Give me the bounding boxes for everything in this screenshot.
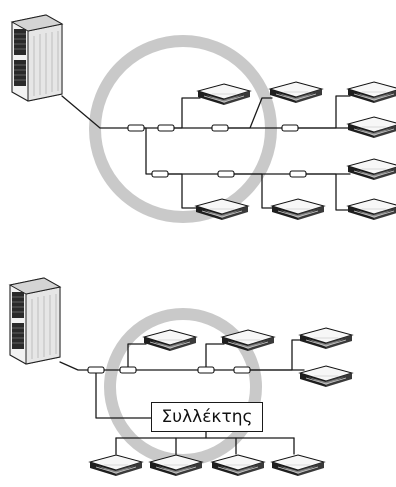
branch-joint-icon — [281, 124, 299, 132]
indoor-cassette-unit-icon — [347, 158, 396, 181]
refrigerant-pipe — [159, 173, 199, 209]
header-label: Συλλέκτης — [161, 407, 253, 427]
branch-joint-icon — [217, 170, 235, 178]
indoor-cassette-unit-icon — [89, 454, 143, 477]
indoor-cassette-unit-icon — [271, 454, 325, 477]
indoor-cassette-unit-icon — [347, 81, 396, 104]
refrigerant-pipe — [165, 97, 201, 129]
branch-joint-icon — [87, 366, 105, 374]
indoor-cassette-unit-icon — [197, 83, 251, 106]
indoor-cassette-unit-icon — [347, 198, 396, 221]
branch-joint-icon — [289, 170, 307, 178]
indoor-cassette-unit-icon — [269, 81, 323, 104]
refrigerant-pipe — [95, 369, 152, 419]
indoor-cassette-unit-icon — [143, 329, 197, 352]
indoor-cassette-unit-icon — [211, 454, 265, 477]
outdoor-unit-icon — [9, 277, 61, 365]
branch-joint-icon — [233, 366, 251, 374]
header-label-box: Συλλέκτης — [151, 402, 263, 432]
refrigerant-pipe — [205, 343, 225, 371]
outdoor-unit-icon — [11, 14, 63, 102]
refrigerant-pipe — [61, 95, 137, 129]
refrigerant-pipe — [225, 173, 273, 209]
indoor-cassette-unit-icon — [299, 365, 353, 388]
refrigerant-pipe — [135, 127, 161, 175]
branch-joint-icon — [119, 366, 137, 374]
background-ring — [89, 35, 277, 223]
branch-joint-icon — [127, 124, 145, 132]
branch-joint-icon — [157, 124, 175, 132]
refrigerant-pipe — [127, 343, 147, 371]
branch-joint-icon — [197, 366, 215, 374]
indoor-cassette-unit-icon — [271, 198, 325, 221]
refrigerant-pipe — [297, 173, 351, 211]
indoor-cassette-unit-icon — [299, 327, 353, 350]
branch-joint-icon — [151, 170, 169, 178]
branch-joint-icon — [211, 124, 229, 132]
indoor-cassette-unit-icon — [347, 116, 396, 139]
